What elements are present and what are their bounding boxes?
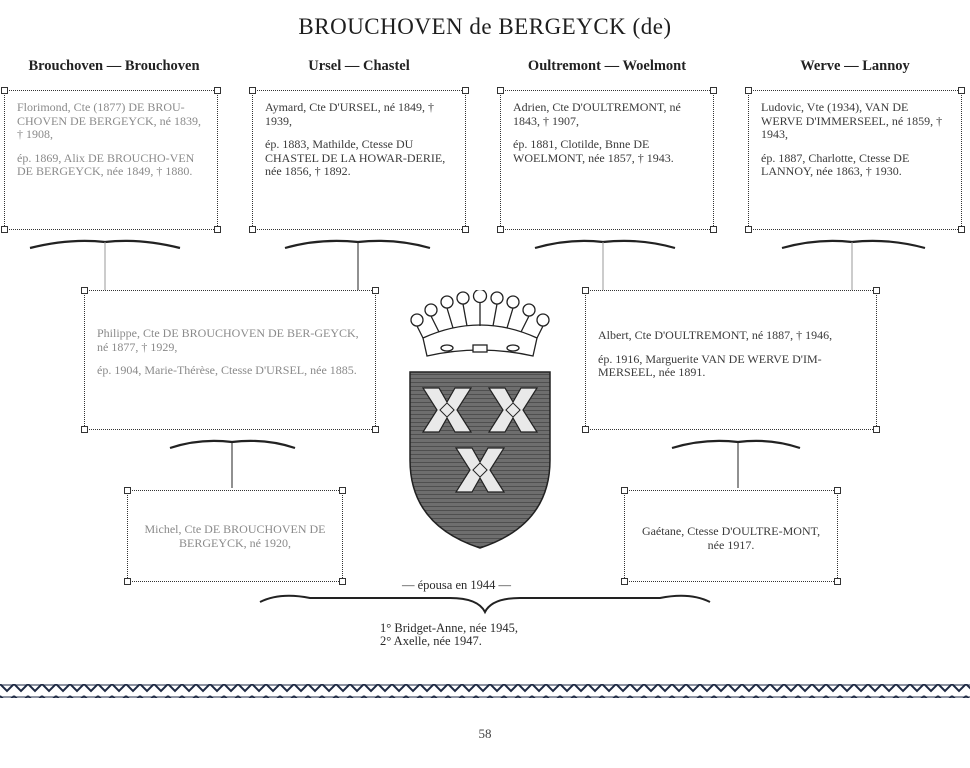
child-item: 2° Axelle, née 1947.	[380, 634, 482, 648]
child-item: 1° Bridget-Anne, née 1945,	[380, 621, 518, 635]
decorative-border	[0, 684, 970, 698]
couple-husband-text: Michel, Cte DE BROUCHOVEN DE BERGEYCK, n…	[144, 522, 326, 550]
parents-box-brouchoven: Philippe, Cte DE BROUCHOVEN DE BER-GEYCK…	[81, 287, 379, 433]
ancestor-wife-text: ép. 1881, Clotilde, Bnne DE WOELMONT, né…	[513, 137, 674, 165]
ancestor-box-werve: Ludovic, Vte (1934), VAN DE WERVE D'IMME…	[745, 87, 965, 233]
parent-husband-text: Albert, Cte D'OULTREMONT, né 1887, † 194…	[598, 328, 833, 342]
ancestor-box-oultremont: Adrien, Cte D'OULTREMONT, né 1843, † 190…	[497, 87, 717, 233]
parent-wife-text: ép. 1904, Marie-Thérèse, Ctesse D'URSEL,…	[97, 363, 357, 377]
ancestor-husband-text: Ludovic, Vte (1934), VAN DE WERVE D'IMME…	[761, 100, 943, 141]
children-list: 1° Bridget-Anne, née 1945, 2° Axelle, né…	[380, 622, 518, 648]
group-heading-werve: Werve — Lannoy	[800, 58, 910, 74]
group-heading-ursel: Ursel — Chastel	[308, 58, 410, 74]
ancestor-box-brouchoven: Florimond, Cte (1877) DE BROU-CHOVEN DE …	[1, 87, 221, 233]
ancestor-husband-text: Aymard, Cte D'URSEL, né 1849, † 1939,	[265, 100, 435, 128]
ancestor-wife-text: ép. 1883, Mathilde, Ctesse DU CHASTEL DE…	[265, 137, 446, 178]
couple-box-wife: Gaétane, Ctesse D'OULTRE-MONT, née 1917.	[621, 487, 841, 585]
page-number: 58	[478, 726, 492, 741]
ancestor-husband-text: Florimond, Cte (1877) DE BROU-CHOVEN DE …	[17, 100, 201, 141]
married-label: — épousa en 1944 —	[402, 578, 512, 592]
parent-wife-text: ép. 1916, Marguerite VAN DE WERVE D'IM-M…	[598, 351, 822, 379]
connector-lines-middle	[169, 439, 801, 488]
coat-of-arms-icon	[409, 290, 551, 549]
ancestor-wife-text: ép. 1887, Charlotte, Ctesse DE LANNOY, n…	[761, 150, 910, 178]
couple-wife-text: Gaétane, Ctesse D'OULTRE-MONT, née 1917.	[641, 524, 821, 552]
parent-husband-text: Philippe, Cte DE BROUCHOVEN DE BER-GEYCK…	[97, 326, 359, 354]
ancestor-wife-text: ép. 1869, Alix DE BROUCHO-VEN DE BERGEYC…	[17, 150, 195, 178]
ancestor-box-ursel: Aymard, Cte D'URSEL, né 1849, † 1939, ép…	[249, 87, 469, 233]
ancestor-husband-text: Adrien, Cte D'OULTREMONT, né 1843, † 190…	[513, 100, 681, 128]
married-brace	[259, 594, 711, 615]
page-title: BROUCHOVEN de BERGEYCK (de)	[298, 14, 672, 39]
connector-lines-top	[29, 239, 926, 290]
parents-box-oultremont: Albert, Cte D'OULTREMONT, né 1887, † 194…	[582, 287, 880, 433]
group-heading-oultremont: Oultremont — Woelmont	[527, 58, 687, 74]
group-heading-brouchoven: Brouchoven — Brouchoven	[28, 58, 200, 74]
couple-box-husband: Michel, Cte DE BROUCHOVEN DE BERGEYCK, n…	[124, 487, 346, 585]
